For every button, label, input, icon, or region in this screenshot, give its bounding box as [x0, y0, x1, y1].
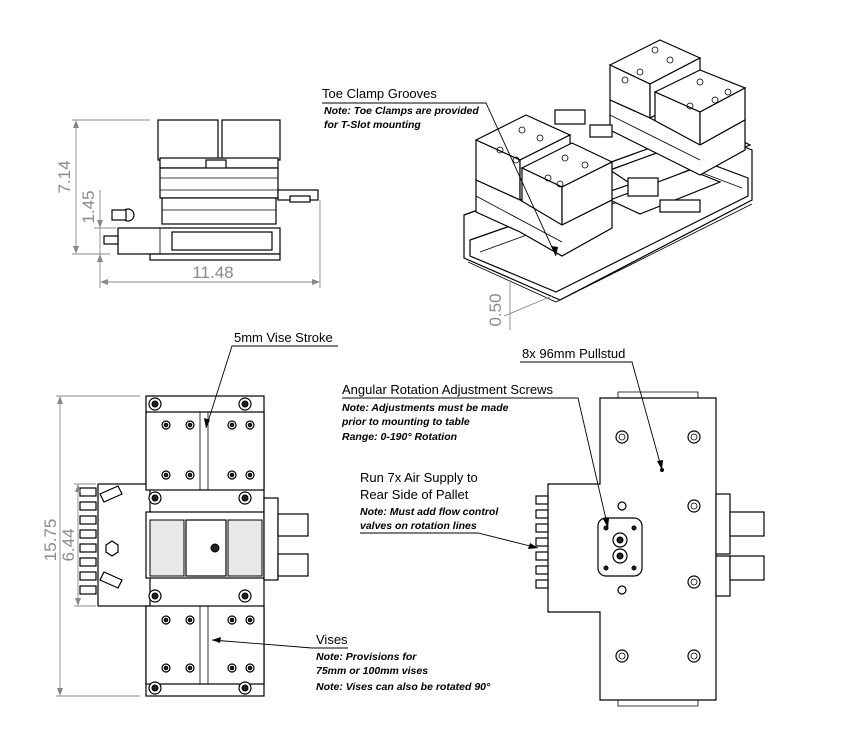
iso-dimension: 0.50	[486, 280, 553, 330]
vises-note-1: Note: Provisions for	[316, 651, 417, 663]
dim-top-height: 15.75	[41, 519, 60, 562]
pullstud-title: 8x 96mm Pullstud	[522, 346, 625, 361]
vises-callout: Vises Note: Provisions for 75mm or 100mm…	[211, 632, 491, 693]
air-supply-callout: Run 7x Air Supply to Rear Side of Pallet…	[360, 470, 539, 549]
top-view-dimensions: 15.75 6.44	[41, 395, 140, 697]
vise-stroke-title: 5mm Vise Stroke	[234, 330, 333, 345]
angular-title: Angular Rotation Adjustment Screws	[342, 382, 553, 397]
dim-iso-offset: 0.50	[486, 293, 505, 326]
side-view	[103, 119, 319, 261]
angular-callout: Angular Rotation Adjustment Screws Note:…	[341, 382, 609, 529]
air-note-2: valves on rotation lines	[360, 520, 477, 532]
isometric-view	[463, 39, 753, 303]
angular-note-1: Note: Adjustments must be made	[342, 402, 509, 414]
toe-clamp-callout: Toe Clamp Grooves Note: Toe Clamps are p…	[322, 86, 558, 257]
vises-note-2: 75mm or 100mm vises	[316, 665, 428, 677]
toe-clamp-title: Toe Clamp Grooves	[322, 86, 437, 101]
air-note-1: Note: Must add flow control	[360, 506, 499, 518]
pullstud-callout: 8x 96mm Pullstud	[520, 346, 663, 471]
air-title-2: Rear Side of Pallet	[360, 487, 469, 502]
dim-side-width: 11.48	[192, 263, 233, 282]
toe-clamp-note-1: Note: Toe Clamps are provided	[324, 105, 479, 117]
dim-side-height: 7.14	[55, 160, 74, 193]
angular-note-2: prior to mounting to table	[341, 416, 470, 428]
bottom-view	[535, 391, 765, 707]
dim-top-sub-height: 6.44	[59, 528, 78, 561]
top-view	[79, 395, 309, 697]
vise-stroke-callout: 5mm Vise Stroke	[204, 330, 338, 429]
side-view-dimensions: 7.14 1.45 11.48	[55, 119, 321, 288]
toe-clamp-note-2: for T-Slot mounting	[324, 119, 421, 131]
vises-note-3: Note: Vises can also be rotated 90°	[316, 681, 491, 693]
air-title-1: Run 7x Air Supply to	[360, 470, 478, 485]
vises-title: Vises	[316, 632, 348, 647]
angular-note-3: Range: 0-190° Rotation	[342, 431, 457, 443]
dim-side-sub-height: 1.45	[79, 190, 98, 223]
